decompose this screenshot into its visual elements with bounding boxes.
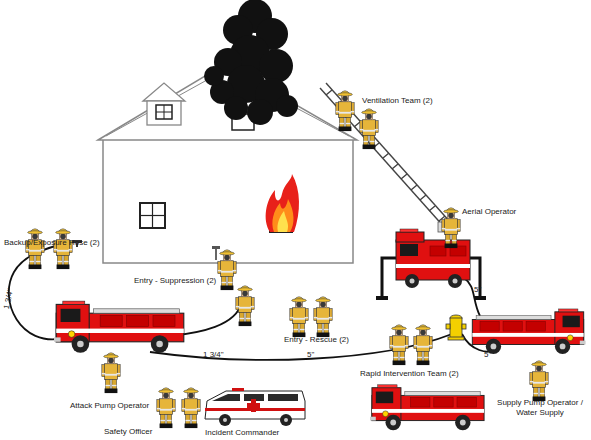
fire-flames-part: [277, 211, 288, 232]
firefighters-part: [530, 361, 548, 401]
command-vehicle: [205, 388, 305, 426]
smoke-column-part: [204, 66, 224, 86]
callout-label: Rapid Intervention Team (2): [360, 369, 459, 379]
callout-label: Attack Pump Operator: [70, 401, 149, 411]
aerial-truck-part: [474, 296, 486, 300]
house-part: [140, 203, 165, 228]
callout-label: Ventilation Team (2): [362, 96, 433, 106]
house: [98, 64, 357, 263]
command-vehicle-part: [268, 394, 298, 401]
callout-label: Entry - Suppression (2): [134, 276, 216, 286]
aerial-truck-part: [396, 240, 470, 280]
callout-label: Aerial Operator: [462, 207, 516, 217]
smoke-column-part: [224, 96, 248, 120]
firefighters-part: [290, 297, 308, 337]
aerial-truck-part: [410, 279, 415, 284]
attack-engine: [54, 301, 184, 353]
rescue-engine: [370, 385, 484, 430]
aerial-truck-part: [405, 274, 419, 288]
callout-label: 1 3/4": [203, 350, 224, 360]
command-vehicle-part: [219, 414, 231, 426]
house-part: [103, 138, 353, 263]
house-part: [143, 83, 185, 101]
aerial-ladder-part: [326, 90, 445, 221]
firefighters: [26, 91, 548, 428]
fire-flames-part: [272, 199, 293, 232]
aerial-truck: [376, 222, 486, 300]
aerial-truck-part: [400, 229, 418, 232]
aerial-truck-part: [396, 264, 470, 268]
callout-label: Safety Officer: [104, 427, 152, 437]
house-part: [140, 215, 165, 216]
smoke-column-part: [247, 99, 273, 125]
aerial-ladder-part: [320, 88, 445, 228]
callout-label: Backup/Exposure Hose (2): [4, 238, 100, 248]
firefighters-part: [218, 250, 236, 290]
callout-label: 5": [484, 350, 491, 360]
firefighters-part: [236, 286, 254, 326]
callout-label: Incident Commander: [205, 428, 279, 438]
firefighters-part: [54, 229, 72, 269]
firefighters-part: [336, 91, 354, 131]
command-vehicle-part: [247, 399, 260, 412]
firefighters-part: [414, 325, 432, 365]
aerial-truck-part: [430, 246, 446, 256]
firefighters-part: [157, 388, 175, 428]
command-vehicle-part: [280, 414, 292, 426]
firefighters-part: [360, 109, 378, 149]
command-vehicle-part: [284, 418, 288, 422]
aerial-truck-part: [376, 296, 388, 300]
firefighters-part: [102, 353, 120, 393]
fire-hydrant-part: [448, 337, 464, 340]
aerial-truck-part: [400, 244, 418, 256]
aerial-truck-part: [448, 274, 462, 288]
callout-label: Supply Pump Operator / Water Supply: [490, 398, 590, 418]
house-part: [156, 105, 172, 119]
aerial-truck-part: [453, 279, 458, 284]
command-vehicle-part: [223, 418, 227, 422]
house-part: [147, 101, 181, 125]
house-part: [156, 112, 172, 113]
aerial-ladder: [320, 83, 451, 228]
command-vehicle-part: [232, 388, 244, 391]
callout-label: 1 3/4": [2, 288, 16, 310]
tools-part: [212, 246, 220, 249]
firefighters-part: [26, 229, 44, 269]
smoke-column-part: [259, 49, 293, 83]
firefighters-part: [182, 388, 200, 428]
smoke-column: [204, 0, 298, 125]
fire-hydrant: [446, 315, 466, 340]
fire-hydrant-part: [462, 324, 466, 329]
smoke-column-part: [276, 95, 298, 117]
command-vehicle-part: [212, 394, 240, 401]
fire-flames-part: [266, 174, 299, 232]
fire-hydrant-part: [450, 318, 462, 338]
supply-engine: [472, 309, 585, 354]
supply-engine-part: [472, 309, 585, 354]
callout-label: Entry - Rescue (2): [284, 335, 349, 345]
attack-engine-part: [54, 301, 184, 353]
aerial-truck-part: [396, 232, 424, 242]
aerial-truck-part: [382, 258, 396, 298]
callout-label: 5": [474, 285, 481, 295]
firefighters-part: [314, 297, 332, 337]
callout-label: 5": [307, 350, 314, 360]
firefighters-part: [442, 208, 460, 248]
aerial-ladder-part: [326, 83, 451, 223]
command-vehicle-part: [205, 391, 305, 419]
firefighters-part: [390, 325, 408, 365]
rescue-engine-part: [370, 385, 484, 430]
fire-flames: [266, 174, 299, 232]
fire-hydrant-part: [446, 324, 450, 329]
